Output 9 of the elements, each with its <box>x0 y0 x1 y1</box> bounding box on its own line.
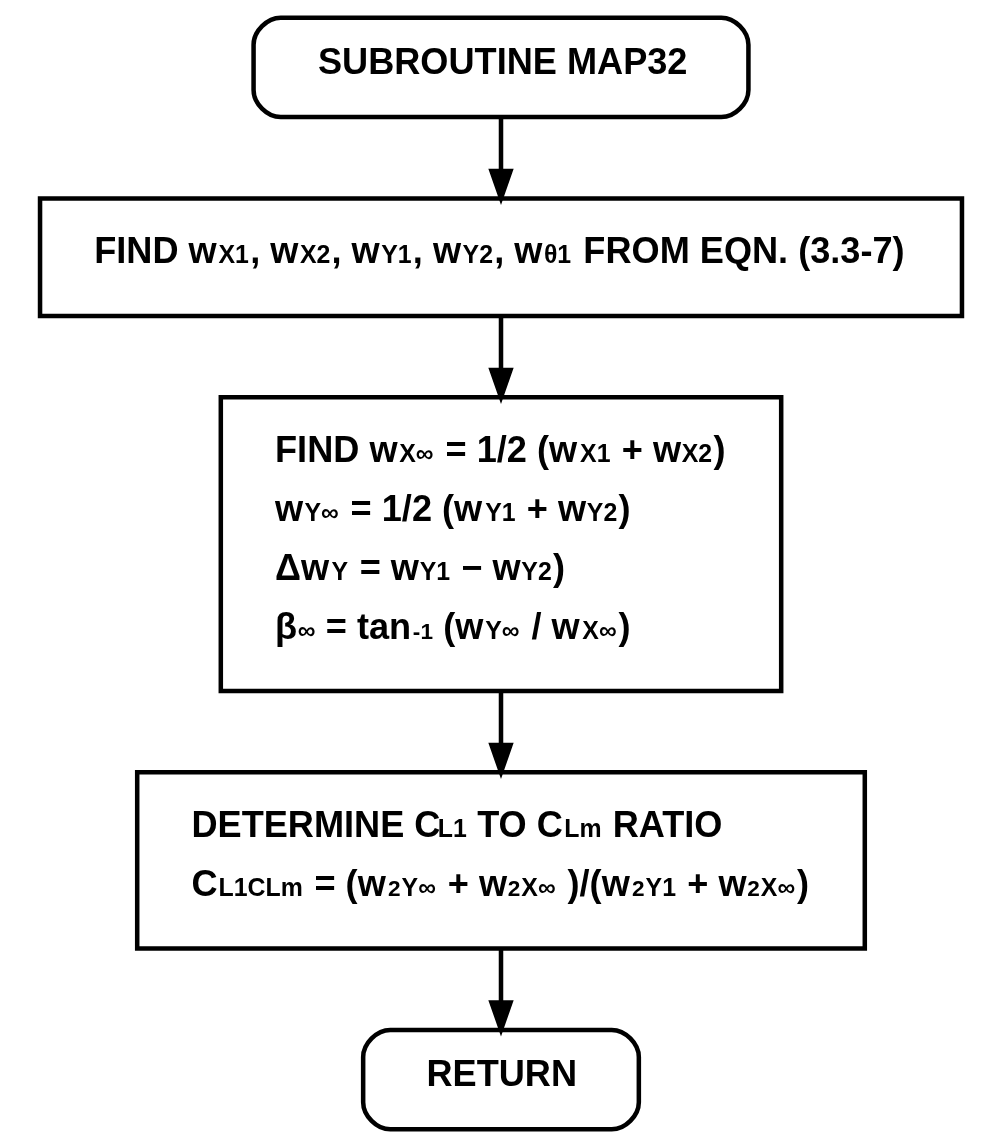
node-box: FIND wX1, wX2, wY1, wY2, wθ1 FROM EQN. (3.3-7) <box>37 196 964 319</box>
arrow <box>487 316 514 404</box>
arrow <box>487 117 514 205</box>
arrow <box>487 948 514 1037</box>
node-box: DETERMINE CL1 TO CLm RATIO CL1CLm = (w2Y∞ + w2X∞ )/(w2Y1 + w2X∞) <box>134 770 867 951</box>
node-box: FIND wX∞ = 1/2 (wX1 + wX2) wY∞ = 1/2 (wY1 + wY2) ΔwY = wY1 − wY2) β∞ = tan-1 (wY∞ / wX∞) <box>218 395 783 694</box>
node-box: RETURN <box>360 1027 641 1132</box>
node-box: SUBROUTINE MAP32 <box>250 15 751 120</box>
arrow <box>487 691 514 780</box>
